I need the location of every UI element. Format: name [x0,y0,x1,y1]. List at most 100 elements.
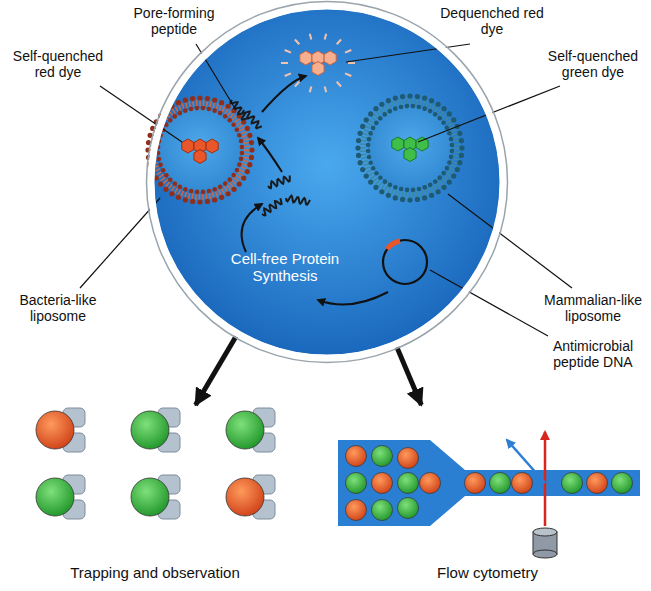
liposome [612,473,633,494]
lipid-head [247,133,252,138]
lipid-head [368,131,373,136]
dye-ring [194,150,206,164]
peptide-helix [242,108,263,130]
lipid-head [422,96,427,101]
lipid-head [197,199,202,204]
callout-label: Dequenched red dye [436,5,548,37]
lipid-head [157,157,162,162]
lipid-head [231,122,236,127]
peptide-helix [285,195,310,205]
glow-tick [325,86,327,92]
lipid-head [378,175,383,180]
lipid-head [447,111,452,116]
lipid-head [169,104,174,109]
liposome-lumen [158,108,242,192]
leader-line [418,86,560,142]
lipid-head [459,138,464,143]
lipid-head [371,166,376,171]
lipid-head [176,100,181,105]
lipid-head [433,179,438,184]
detector-top [533,528,557,536]
lipid-head [367,155,372,160]
lipid-head [231,173,236,178]
liposome [372,500,393,521]
dye-ring [392,137,404,151]
lipid-head [169,191,174,196]
glow-tick [337,82,341,87]
lipid-head [231,187,236,192]
lipid-head [150,126,155,131]
cycle-arrow [258,138,282,172]
lipid-head [388,109,393,114]
lipid-head [183,98,188,103]
lipid-head [433,112,438,117]
lipid-head [459,145,464,150]
lipid-head [245,126,250,131]
lipid-head [386,98,391,103]
lipid-head [227,177,232,182]
lipid-head [197,95,202,100]
dye-molecule [182,139,218,164]
lipid-head [457,160,462,165]
lipid-head [422,185,427,190]
lipid-head [399,187,404,192]
lipid-head [212,187,217,192]
lipid-head [241,176,246,181]
lipid-head [148,162,153,167]
lipid-head [148,133,153,138]
glow-tick [345,73,351,76]
lipid-head [207,189,212,194]
lipid-head [190,96,195,101]
lipid-head [237,181,242,186]
lipid-head [150,169,155,174]
droplet-node: Cell-free Protein Synthesis [145,0,509,364]
lipid-head [393,96,398,101]
lipid-head [195,190,200,195]
lipid-head [205,96,210,101]
peptide-helix [267,175,292,189]
lipid-head [218,185,223,190]
glow-tick [295,40,299,45]
glow-tick [310,34,312,40]
flow-channel [338,440,640,526]
lipid-head [355,145,360,150]
lipid-head [360,124,365,129]
lipid-head [441,106,446,111]
panel-caption: Trapping and observation [20,564,290,585]
lipid-head [366,149,371,154]
flow-panel: Flow cytometry [330,405,645,585]
liposome [512,473,533,494]
callout-label: Pore-forming peptide [120,5,228,37]
lipid-head [190,199,195,204]
lipid-head [422,106,427,111]
droplet-rim-inner [151,6,503,358]
lipid-head [367,137,372,142]
lipid-head [407,197,412,202]
lipid-head [447,179,452,184]
lipid-head [164,123,169,128]
lipid-head [207,107,212,112]
decor-group [145,34,464,217]
lipid-head [157,139,162,144]
lipid-head [237,162,242,167]
lipid-head [212,108,217,113]
lipid-head [441,171,446,176]
trap-site [131,408,180,452]
leader-line [346,44,470,62]
liposome [131,411,169,449]
lipid-head [172,114,177,119]
lipid-head [422,195,427,200]
liposome [562,473,583,494]
lipid-head [212,197,217,202]
lipid-head [399,105,404,110]
leader-line [100,86,182,142]
dye-ring [312,62,324,76]
lipid-head [379,102,384,107]
leader-line [80,198,160,288]
liposome [398,473,419,494]
callout-label: Mammalian-like liposome [537,292,649,324]
process-label: Cell-free Protein Synthesis [220,250,350,285]
release-arrow [262,76,306,112]
